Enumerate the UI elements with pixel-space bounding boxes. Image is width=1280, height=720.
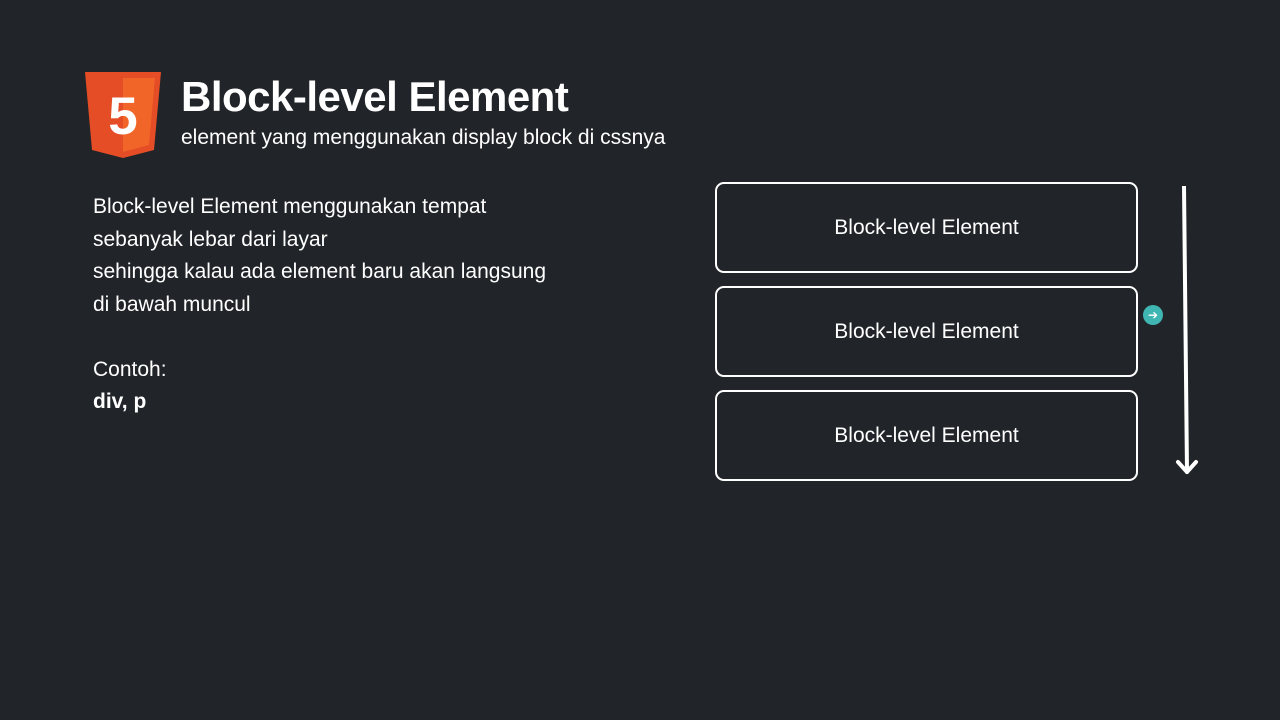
description-spacer bbox=[93, 321, 673, 354]
block-element-box: Block-level Element bbox=[715, 286, 1138, 377]
cursor-arrow-icon: ➔ bbox=[1143, 305, 1163, 325]
block-element-stack: Block-level Element Block-level Element … bbox=[715, 182, 1138, 494]
page-subtitle: element yang menggunakan display block d… bbox=[181, 126, 666, 149]
description-line: Block-level Element menggunakan tempat bbox=[93, 195, 487, 218]
example-elements: div, p bbox=[93, 390, 147, 413]
description-line: sehingga kalau ada element baru akan lan… bbox=[93, 260, 547, 283]
block-element-box: Block-level Element bbox=[715, 390, 1138, 481]
arrow-down-icon bbox=[1176, 186, 1198, 474]
description-line: sebanyak lebar dari layar bbox=[93, 227, 328, 251]
example-label: Contoh: bbox=[93, 357, 167, 381]
description-line: di bawah muncul bbox=[93, 292, 251, 316]
description-panel: Block-level Element menggunakan tempat s… bbox=[93, 191, 673, 419]
block-element-box: Block-level Element bbox=[715, 182, 1138, 273]
html5-logo-label: 5 bbox=[108, 87, 137, 146]
page-title: Block-level Element bbox=[181, 73, 569, 120]
html5-logo: 5 bbox=[85, 72, 161, 158]
